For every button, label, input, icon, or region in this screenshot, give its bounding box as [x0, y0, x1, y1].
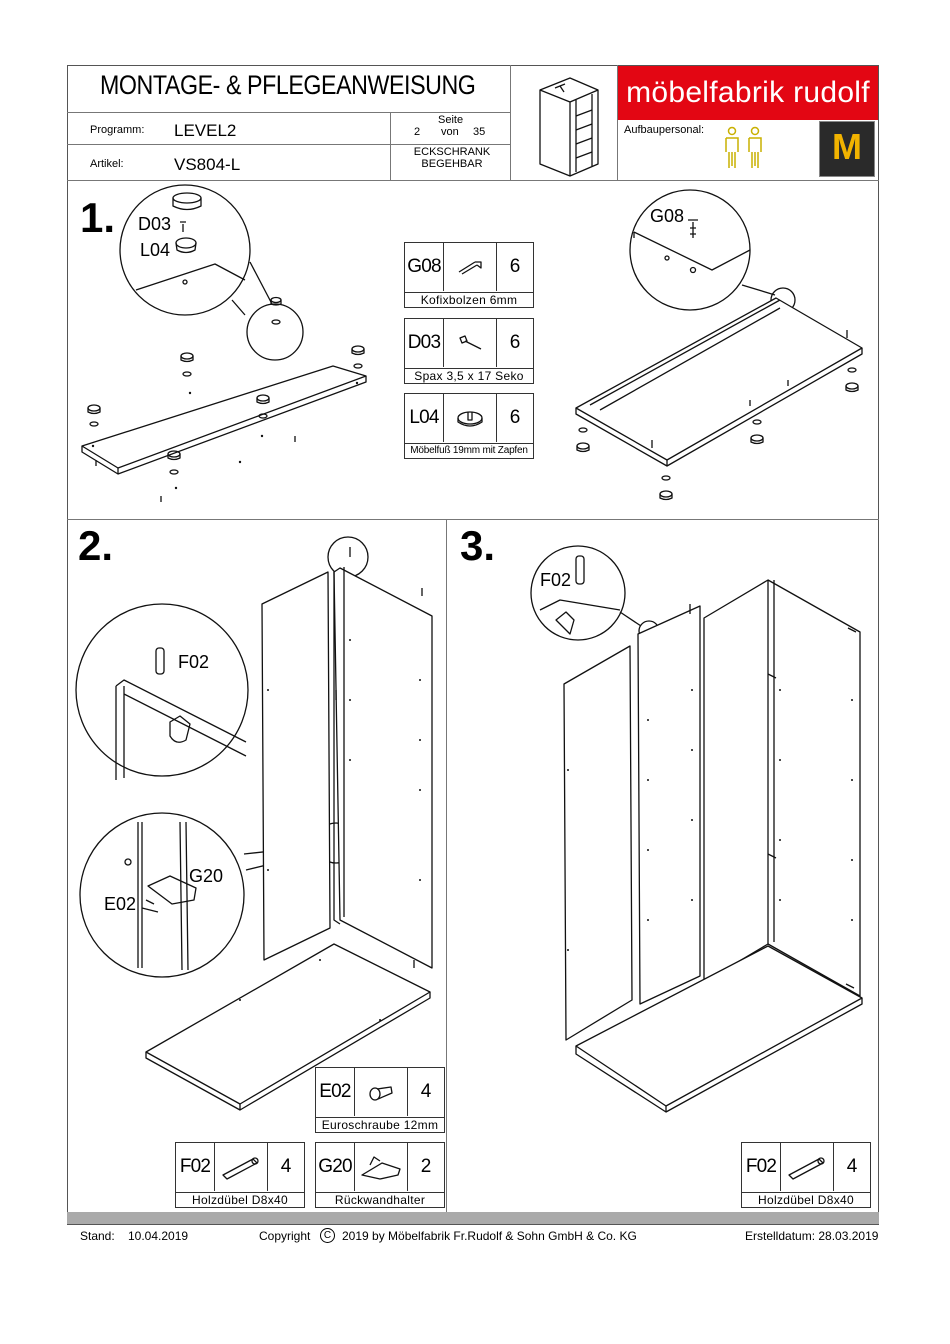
part-desc: Holzdübel D8x40	[176, 1192, 304, 1207]
part-qty: 4	[280, 1156, 292, 1177]
part-code: D03	[405, 319, 444, 367]
section-divider	[67, 519, 879, 520]
programm-label: Programm:	[90, 124, 145, 136]
seite-label: Seite	[438, 114, 464, 126]
page-current: 2	[414, 126, 421, 138]
callout-g20: G20	[189, 866, 224, 886]
callout-e02: E02	[104, 894, 137, 914]
callout-d03: D03	[138, 214, 172, 234]
part-code: G20	[316, 1143, 355, 1191]
page-von: von	[441, 126, 459, 138]
part-desc: Rückwandhalter	[316, 1192, 444, 1207]
quality-badge-icon: M	[819, 121, 875, 177]
callout-f02-step3: F02	[540, 570, 572, 590]
part-qty: 2	[420, 1156, 432, 1177]
two-persons-icon	[725, 126, 762, 168]
part-code: F02	[742, 1143, 781, 1191]
part-card-f02-step3: F02 4 Holzdübel D8x40	[741, 1142, 871, 1208]
header-divider	[390, 112, 391, 180]
artikel-value: VS804-L	[174, 155, 241, 174]
part-code: F02	[176, 1143, 215, 1191]
part-qty: 6	[509, 332, 521, 353]
bolt-icon	[443, 243, 497, 291]
programm-value: LEVEL2	[174, 121, 237, 140]
part-qty: 6	[509, 407, 521, 428]
part-card-d03: D03 6 Spax 3,5 x 17 Seko	[404, 318, 534, 384]
header-divider	[67, 144, 510, 145]
header-divider	[510, 65, 511, 180]
dowel-icon	[214, 1143, 268, 1191]
wardrobe-thumbnail-icon	[539, 77, 599, 177]
callout-l04: L04	[140, 240, 171, 260]
back-panel-holder-icon	[354, 1143, 408, 1191]
euro-screw-icon	[354, 1068, 408, 1116]
part-desc: Holzdübel D8x40	[742, 1192, 870, 1207]
stand-label: Stand:	[80, 1229, 115, 1243]
aufbaupersonal-label: Aufbaupersonal:	[624, 124, 705, 136]
screw-icon	[443, 319, 497, 367]
erstelldatum: Erstelldatum: 28.03.2019	[745, 1229, 879, 1243]
section-divider	[446, 519, 447, 1212]
header-divider	[67, 112, 510, 113]
part-card-g20: G20 2 Rückwandhalter	[315, 1142, 445, 1208]
callout-f02: F02	[178, 652, 210, 672]
step-2-number: 2.	[78, 522, 114, 569]
bottom-bar	[67, 1212, 879, 1224]
step-1-number: 1.	[80, 194, 116, 241]
badge-letter: M	[832, 126, 862, 167]
part-desc: Kofixbolzen 6mm	[405, 292, 533, 307]
product-name-line1: ECKSCHRANK	[413, 146, 491, 158]
part-card-e02: E02 4 Euroschraube 12mm	[315, 1067, 445, 1133]
part-card-f02: F02 4 Holzdübel D8x40	[175, 1142, 305, 1208]
part-qty: 6	[509, 256, 521, 277]
artikel-label: Artikel:	[90, 158, 124, 170]
page-total: 35	[473, 126, 486, 138]
part-code: L04	[405, 394, 444, 442]
part-desc: Spax 3,5 x 17 Seko	[405, 368, 533, 383]
part-desc: Möbelfuß 19mm mit Zapfen	[405, 443, 533, 458]
brand-logo: möbelfabrik rudolf	[618, 66, 878, 120]
part-qty: 4	[420, 1081, 432, 1102]
stand-date: 10.04.2019	[128, 1229, 189, 1243]
step-3-number: 3.	[460, 522, 496, 569]
callout-g08: G08	[650, 206, 685, 226]
copyright-text: 2019 by Möbelfabrik Fr.Rudolf & Sohn Gmb…	[342, 1229, 637, 1243]
header-divider	[617, 65, 618, 180]
part-desc: Euroschraube 12mm	[316, 1117, 444, 1132]
dowel-icon	[780, 1143, 834, 1191]
page-title: MONTAGE- & PFLEGEANWEISUNG	[100, 70, 476, 100]
page-frame	[67, 65, 879, 1225]
part-code: G08	[405, 243, 444, 291]
copyright-word: Copyright	[259, 1229, 311, 1243]
part-code: E02	[316, 1068, 355, 1116]
header-bottom-line	[67, 180, 879, 181]
furniture-foot-icon	[443, 394, 497, 442]
copyright-icon: C	[320, 1228, 335, 1243]
part-qty: 4	[846, 1156, 858, 1177]
part-card-g08: G08 6 Kofixbolzen 6mm	[404, 242, 534, 308]
copyright-symbol: C	[323, 1230, 332, 1241]
part-card-l04: L04 6 Möbelfuß 19mm mit Zapfen	[404, 393, 534, 459]
product-name-line2: BEGEHBAR	[421, 158, 483, 170]
